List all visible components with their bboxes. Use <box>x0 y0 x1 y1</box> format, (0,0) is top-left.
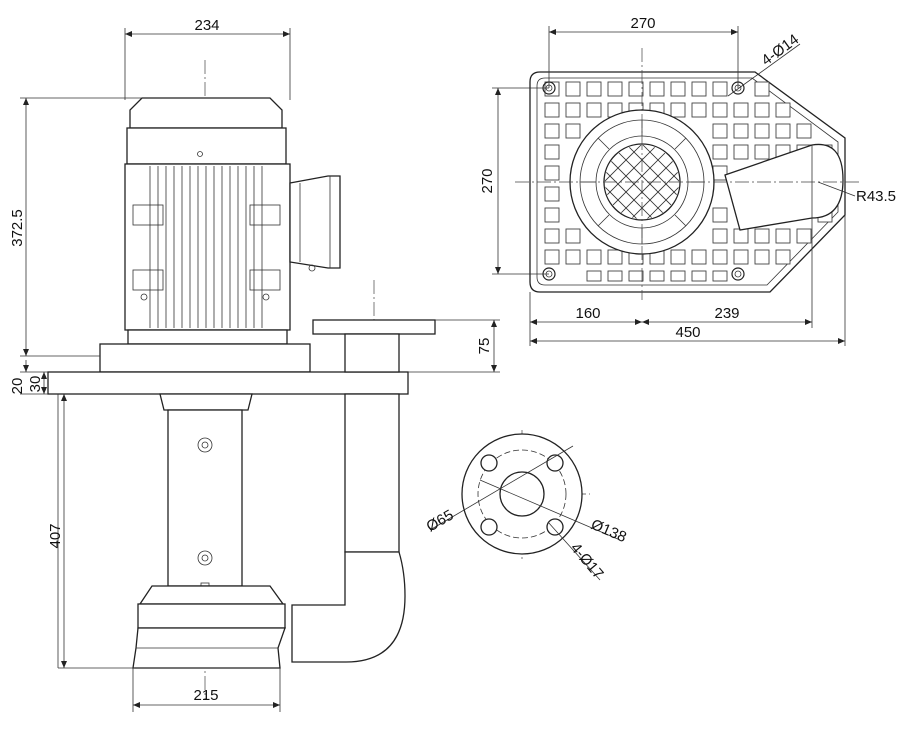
mounting-plate <box>47 343 409 395</box>
dim-overall-length: 450 <box>675 324 700 341</box>
dim-pcd: Ø138 <box>588 516 628 546</box>
dim-right-offset: 239 <box>714 305 739 322</box>
pump-column <box>159 393 253 602</box>
dim-holes-14: 4-Ø14 <box>758 31 802 69</box>
pump-housing <box>132 585 286 669</box>
dim-20: 20 <box>9 378 26 395</box>
top-view: 270 4-Ø14 270 R43.5 160 239 450 <box>479 15 896 346</box>
motor <box>124 97 341 345</box>
front-dimensions: 234 372.5 20 30 75 407 <box>9 17 500 712</box>
dim-outlet-height: 75 <box>476 338 493 355</box>
dim-radius: R43.5 <box>856 188 896 205</box>
dim-base-width: 215 <box>193 687 218 704</box>
front-view: 234 372.5 20 30 75 407 <box>9 17 500 712</box>
discharge-pipe <box>291 393 406 663</box>
flange-view: Ø65 Ø138 4-Ø17 <box>424 430 629 583</box>
dim-30: 30 <box>27 376 44 393</box>
dim-motor-width: 234 <box>194 17 219 34</box>
dim-flange-holes: 4-Ø17 <box>567 540 607 583</box>
dim-submerged-length: 407 <box>47 523 64 548</box>
dim-bore: Ø65 <box>424 507 457 536</box>
outlet-flange <box>312 319 436 373</box>
dim-total-height: 372.5 <box>9 209 26 247</box>
dim-top-width: 270 <box>630 15 655 32</box>
dim-left-height: 270 <box>479 168 496 193</box>
dim-left-offset: 160 <box>575 305 600 322</box>
